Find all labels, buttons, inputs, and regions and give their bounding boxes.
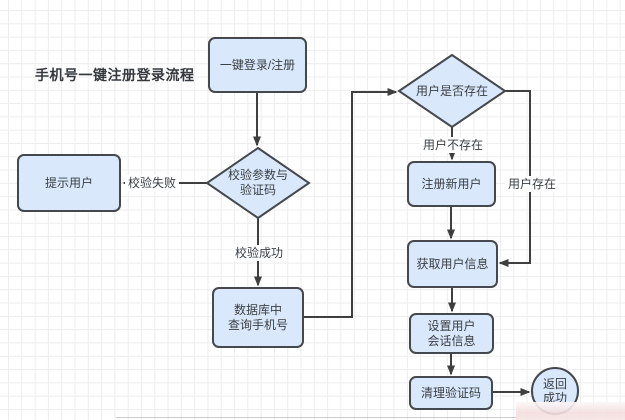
edge-label-user-exist: 用户存在 — [504, 176, 560, 192]
watermark-overlay — [516, 402, 625, 420]
node-user-exists-shape — [397, 53, 507, 129]
node-validate-shape — [205, 146, 311, 220]
connector-querydb-to-exists — [303, 88, 398, 318]
node-clear-code-shape — [409, 376, 493, 410]
edge-label-validate-fail: 校验失败 — [124, 175, 180, 191]
node-start-shape — [208, 37, 307, 93]
edge-label-user-not-exist: 用户不存在 — [419, 137, 487, 153]
node-query-db-shape — [212, 287, 304, 348]
node-register-user-shape — [407, 161, 496, 207]
edge-label-validate-success: 校验成功 — [231, 245, 287, 261]
node-set-session-shape — [409, 313, 494, 354]
diagram-title: 手机号一键注册登录流程 — [35, 67, 195, 83]
node-prompt-user-shape — [17, 154, 121, 212]
canvas-bottom-border-line — [116, 417, 516, 418]
node-get-user-info-shape — [407, 240, 498, 288]
